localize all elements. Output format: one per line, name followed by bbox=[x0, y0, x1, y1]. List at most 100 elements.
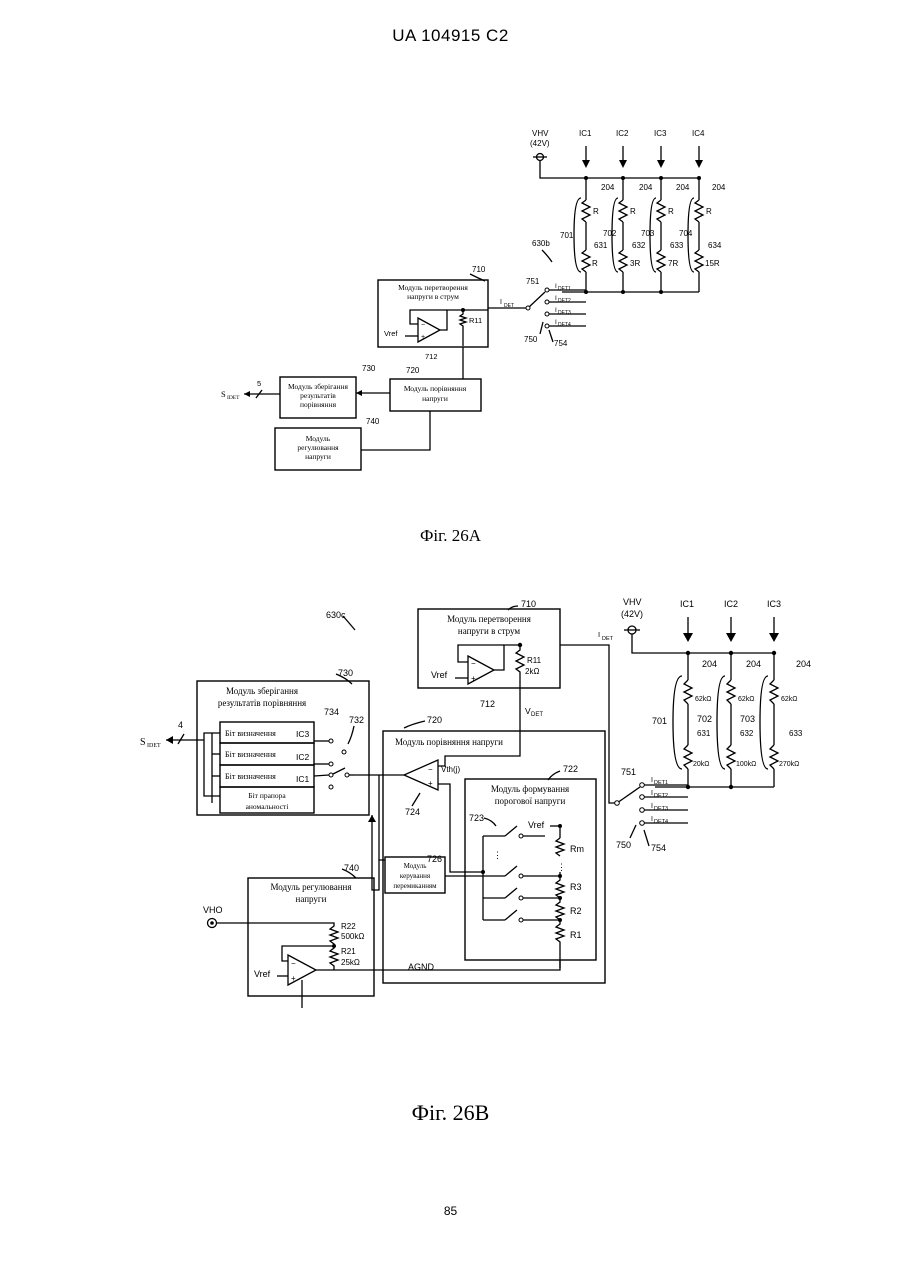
circuit-line bbox=[282, 946, 334, 961]
diagram-label: напруги bbox=[296, 894, 327, 904]
circuit-line bbox=[769, 633, 779, 642]
circuit-line bbox=[729, 785, 733, 789]
circuit-line bbox=[760, 676, 768, 769]
arrow-up-icon bbox=[368, 815, 376, 822]
resistor-icon bbox=[684, 745, 692, 769]
switch-control-726: 726 Модуль керування перемиканням bbox=[379, 775, 483, 893]
circuit-line bbox=[458, 645, 504, 662]
circuit-line bbox=[632, 634, 775, 653]
circuit-line bbox=[348, 726, 354, 744]
ref-703: 703 bbox=[740, 714, 755, 724]
diagram-label: Модуль bbox=[404, 862, 427, 870]
circuit-line bbox=[717, 676, 725, 769]
diagram-label: − bbox=[471, 659, 476, 668]
circuit-line bbox=[615, 801, 620, 806]
circuit-line bbox=[673, 676, 682, 769]
ref-630c: 630c bbox=[326, 610, 346, 620]
circuit-line bbox=[314, 775, 329, 776]
ref-734: 734 bbox=[324, 707, 339, 717]
ref-701: 701 bbox=[652, 716, 667, 726]
circuit-line bbox=[210, 921, 214, 925]
rm-label: Rm bbox=[570, 844, 584, 854]
circuit-line bbox=[372, 815, 379, 890]
comparator-720: 720 Модуль порівняння напруги − + Vth(j)… bbox=[354, 715, 605, 983]
diagram-label: Модуль порівняння напруги bbox=[395, 737, 503, 747]
diagram-label: аномальності bbox=[246, 802, 289, 811]
circuit-line bbox=[412, 793, 420, 806]
ref-204: 204 bbox=[746, 659, 761, 669]
vho-label: VHO bbox=[203, 905, 223, 915]
resistor-icon bbox=[727, 680, 735, 704]
r22-label: R22 bbox=[341, 922, 356, 931]
circuit-line bbox=[505, 888, 517, 898]
opamp-icon bbox=[404, 760, 438, 790]
ref-732: 732 bbox=[349, 715, 364, 725]
ellipsis-text: ⋮ bbox=[557, 862, 566, 872]
ref-723: 723 bbox=[469, 813, 484, 823]
diagram-label: Біт визначення bbox=[225, 750, 276, 759]
ref-712: 712 bbox=[480, 699, 495, 709]
diagram-label: − bbox=[428, 765, 433, 774]
resistor-branches bbox=[655, 651, 778, 789]
r1-label: R1 bbox=[570, 930, 582, 940]
vhv-label: VHV bbox=[623, 597, 642, 607]
circuit-line bbox=[519, 834, 523, 838]
diagram-label: + bbox=[428, 779, 433, 788]
circuit-line bbox=[329, 739, 333, 743]
diagram-label: Модуль зберігання bbox=[226, 686, 298, 696]
resistor-icon bbox=[684, 680, 692, 704]
arrow-left-icon bbox=[166, 736, 173, 744]
ref-750: 750 bbox=[616, 840, 631, 850]
vdet-sub: DET bbox=[531, 712, 543, 718]
ref-720: 720 bbox=[427, 715, 442, 725]
diagram-label: IC3 bbox=[296, 729, 310, 739]
ref-204: 204 bbox=[702, 659, 717, 669]
res-value: 100kΩ bbox=[736, 761, 756, 768]
res-value: 62kΩ bbox=[781, 696, 798, 703]
circuit-line bbox=[178, 734, 184, 744]
circuit-line bbox=[334, 960, 560, 970]
res-value: 62kΩ bbox=[738, 696, 755, 703]
diagram-label: + bbox=[291, 974, 296, 983]
ref-702: 702 bbox=[697, 714, 712, 724]
circuit-line bbox=[379, 775, 385, 860]
switch-blade bbox=[617, 787, 640, 803]
circuit-line bbox=[640, 795, 645, 800]
ic-current-arrows: IC1 IC2 IC3 bbox=[680, 599, 781, 642]
res-value: 62kΩ bbox=[695, 696, 712, 703]
circuit-line bbox=[519, 896, 523, 900]
tap-1-label: DET1 bbox=[654, 780, 668, 786]
circuit-line bbox=[644, 830, 649, 846]
circuit-line bbox=[726, 633, 736, 642]
ic1-label: IC1 bbox=[680, 599, 694, 609]
figure-26b-caption: Фіг. 26B bbox=[0, 1100, 901, 1126]
diagram-label: напруги в струм bbox=[458, 626, 520, 636]
r21-label: R21 bbox=[341, 947, 356, 956]
resistor-icon bbox=[727, 745, 735, 769]
r11-value: 2kΩ bbox=[525, 667, 539, 676]
switch-blade bbox=[333, 768, 345, 774]
diagram-label: Біт визначення bbox=[225, 772, 276, 781]
diagram-label: IDET bbox=[147, 743, 161, 749]
tap-i-label: I bbox=[651, 777, 653, 784]
ref-632: 632 bbox=[740, 729, 754, 738]
resistor-icon bbox=[516, 645, 524, 706]
tap-i-label: I bbox=[651, 803, 653, 810]
circuit-line bbox=[505, 866, 517, 876]
tap-2-label: DET2 bbox=[654, 793, 668, 799]
diagram-label: керування bbox=[400, 872, 431, 880]
storage-730: 730 Модуль зберігання результатів порівн… bbox=[140, 668, 379, 890]
idet-label: I bbox=[598, 630, 600, 639]
resistor-icon bbox=[556, 838, 564, 856]
ref-631: 631 bbox=[697, 729, 711, 738]
diagram-label: Біт визначення bbox=[225, 729, 276, 738]
diagram-label: перемиканням bbox=[393, 882, 437, 890]
ref-722: 722 bbox=[563, 764, 578, 774]
tap-i-label: I bbox=[651, 790, 653, 797]
resistor-icon bbox=[556, 898, 564, 920]
res-value: 270kΩ bbox=[779, 761, 799, 768]
diagram-label: порогової напруги bbox=[495, 796, 566, 806]
diagram-label: Модуль регулювання bbox=[271, 882, 352, 892]
ref-726: 726 bbox=[427, 854, 442, 864]
